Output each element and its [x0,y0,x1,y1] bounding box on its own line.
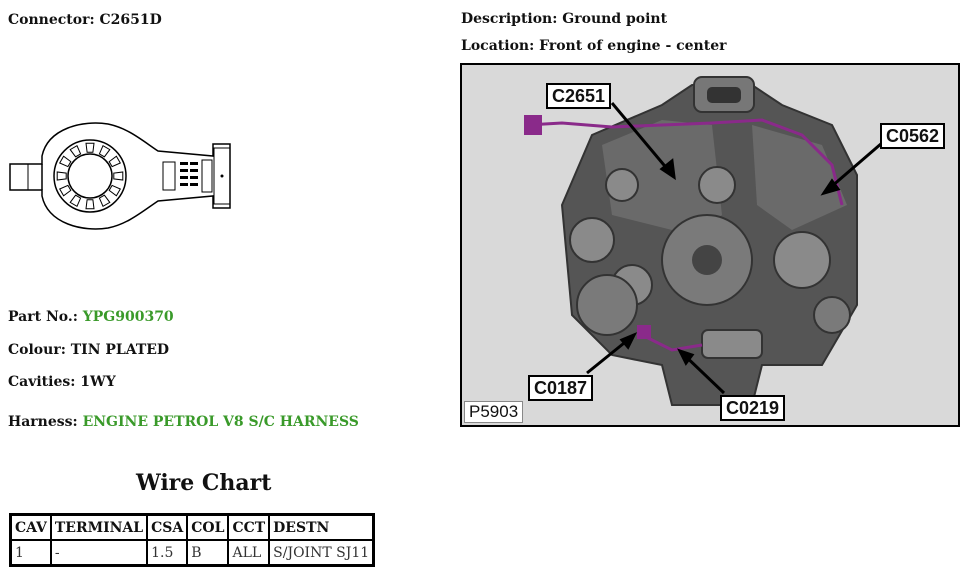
connector-title: Connector: C2651D [8,12,162,28]
cell-col: B [186,539,230,567]
header-destn: DESTN [268,513,375,541]
location-row: Location: Front of engine - center [461,38,726,54]
header-csa: CSA [146,513,189,541]
ring-tooth [85,142,95,153]
cavities-label: Cavities: [8,374,76,390]
header-cct: CCT [227,513,271,541]
callout-c0219: C0219 [720,395,786,421]
harness-label: Harness: [8,414,78,430]
ring-tooth [58,155,72,168]
header-cav: CAV [9,513,52,541]
colour-row: Colour: TIN PLATED [8,342,169,358]
callout-c0187: C0187 [528,375,594,401]
ring-tooth [108,184,122,197]
part-number-value: YPG900370 [82,309,174,325]
ring-tooth [113,171,124,181]
ring-tooth [108,155,122,168]
wire-chart-header-row: CAV TERMINAL CSA COL CCT DESTN [9,513,375,541]
description-value: Ground point [562,11,668,27]
cell-cct: ALL [227,539,271,567]
harness-row: Harness: ENGINE PETROL V8 S/C HARNESS [8,414,359,430]
ring-tooth [98,144,111,158]
callout-c2651: C2651 [546,83,612,109]
engine-location-photo: C2651 C0562 C0187 C0219 P5903 [460,63,960,427]
table-row: 1 - 1.5 B ALL S/JOINT SJ11 [9,539,375,567]
part-number-label: Part No.: [8,309,78,325]
description-row: Description: Ground point [461,11,667,27]
cell-terminal: - [49,539,149,567]
ring-tooth [58,184,72,197]
ring-tooth [69,194,82,208]
location-value: Front of engine - center [539,38,727,54]
header-terminal: TERMINAL [49,513,149,541]
cell-destn: S/JOINT SJ11 [268,539,375,567]
ring-tooth [56,171,67,181]
connector-diagram [9,122,231,230]
photo-id: P5903 [464,401,524,423]
cavities-row: Cavities: 1WY [8,374,116,390]
harness-value: ENGINE PETROL V8 S/C HARNESS [82,414,359,430]
cell-csa: 1.5 [146,539,189,567]
callout-c0562: C0562 [880,123,946,149]
ring-tooth [98,194,111,208]
cavities-value: 1WY [80,374,116,390]
wire-chart-title: Wire Chart [136,470,272,496]
wire-chart-table: CAV TERMINAL CSA COL CCT DESTN 1 - 1.5 B… [9,513,376,567]
ring-tooth [85,199,95,210]
colour-value: TIN PLATED [70,342,170,358]
colour-label: Colour: [8,342,66,358]
description-label: Description: [461,11,558,27]
ring-tooth [69,144,82,158]
location-label: Location: [461,38,535,54]
cell-cav: 1 [9,539,52,567]
header-col: COL [186,513,230,541]
part-number-row: Part No.: YPG900370 [8,309,174,325]
